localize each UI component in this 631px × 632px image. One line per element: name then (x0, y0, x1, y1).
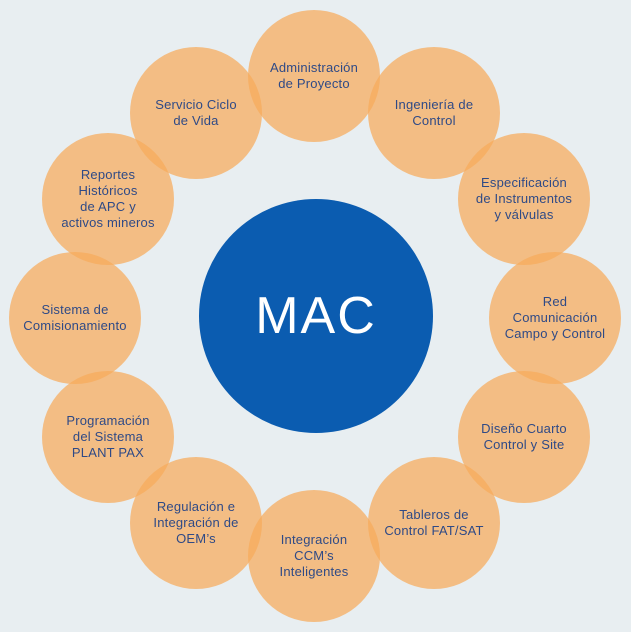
node-especificacion-instrumentos: Especificación de Instrumentos y válvula… (458, 133, 590, 265)
node-red-comunicacion: Red Comunicación Campo y Control (489, 252, 621, 384)
node-label: Reportes Históricos de APC y activos min… (61, 167, 155, 230)
node-servicio-ciclo-vida: Servicio Ciclo de Vida (130, 47, 262, 179)
node-sistema-comisionamiento: Sistema de Comisionamiento (9, 252, 141, 384)
center-label: MAC (255, 287, 377, 345)
node-label: Red Comunicación Campo y Control (504, 294, 606, 341)
node-label: Tableros de Control FAT/SAT (384, 507, 484, 538)
node-label: Servicio Ciclo de Vida (155, 97, 237, 128)
node-label: Diseño Cuarto Control y Site (481, 421, 567, 452)
node-label: Programación del Sistema PLANT PAX (66, 413, 150, 460)
node-label: Ingeniería de Control (394, 97, 474, 128)
node-label: Integración CCM’s Inteligentes (279, 532, 349, 579)
node-integracion-ccm: Integración CCM’s Inteligentes (248, 490, 380, 622)
node-tableros-control: Tableros de Control FAT/SAT (368, 457, 500, 589)
node-label: Administración de Proyecto (269, 60, 359, 91)
node-programacion-sistema: Programación del Sistema PLANT PAX (42, 371, 174, 503)
node-ingenieria-control: Ingeniería de Control (368, 47, 500, 179)
node-label: Regulación e Integración de OEM’s (153, 499, 239, 546)
center-circle: MAC (199, 199, 433, 433)
node-label: Especificación de Instrumentos y válvula… (475, 175, 573, 222)
node-administracion-proyecto: Administración de Proyecto (248, 10, 380, 142)
node-label: Sistema de Comisionamiento (23, 302, 127, 333)
